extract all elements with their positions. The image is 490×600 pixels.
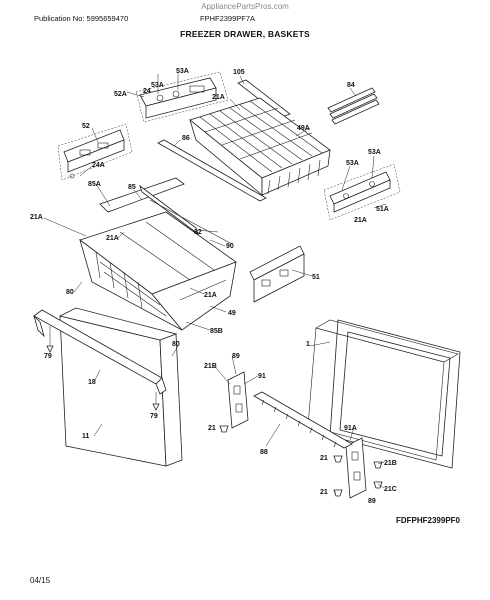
model-number: FPHF2399PF7A (200, 14, 256, 23)
door-gasket-1 (307, 319, 461, 469)
callout-89: 89 (368, 498, 376, 505)
callout-21: 21 (320, 455, 328, 462)
callout-21a: 21A (106, 235, 119, 242)
callout-105: 105 (233, 69, 245, 76)
callout-52a: 52A (114, 91, 127, 98)
callout-85: 85 (128, 184, 136, 191)
callout-53a: 53A (368, 149, 381, 156)
freezer-drawer-49 (79, 211, 237, 331)
callout-leader-lines (43, 72, 387, 493)
diagram-title: FREEZER DRAWER, BASKETS (180, 29, 310, 39)
screws-21 (219, 425, 383, 497)
callout-89: 89 (232, 353, 240, 360)
callout-49a: 49A (297, 125, 310, 132)
callout-21c: 21C (384, 486, 397, 493)
callout-90: 90 (226, 243, 234, 250)
revision-date: 04/15 (30, 576, 51, 585)
drawer-front-11 (58, 307, 183, 467)
part-85-divider (99, 177, 233, 245)
callout-21b: 21B (204, 363, 217, 370)
handle-18 (33, 309, 167, 395)
callout-51: 51 (312, 274, 320, 281)
wire-basket-49a (189, 97, 331, 196)
bracket-89-right (345, 437, 367, 499)
callout-53a: 53A (176, 68, 189, 75)
callout-86: 86 (182, 135, 190, 142)
publication-number: Publication No: 5995659470 (34, 14, 129, 23)
callout-91: 91 (258, 373, 266, 380)
callout-21a: 21A (212, 94, 225, 101)
callout-18: 18 (88, 379, 96, 386)
callout-53a: 53A (346, 160, 359, 167)
callout-49: 49 (228, 310, 236, 317)
callout-79: 79 (44, 353, 52, 360)
part-52-bracket (57, 123, 133, 181)
part-84-rails (327, 87, 380, 125)
diagram-code: FDFPHF2399PF0 (395, 516, 460, 525)
callout-85a: 85A (88, 181, 101, 188)
callout-21a: 21A (204, 292, 217, 299)
callout-24a: 24A (92, 162, 105, 169)
callout-80: 80 (172, 341, 180, 348)
gear-rack-88 (253, 391, 353, 449)
screws-79 (46, 326, 160, 411)
callout-79: 79 (150, 413, 158, 420)
callout-84: 84 (347, 82, 355, 89)
callout-21: 21 (320, 489, 328, 496)
slide-rail-right (323, 163, 401, 221)
part-51-bracket (249, 245, 305, 303)
callout-91a: 91A (344, 425, 357, 432)
callout-85b: 85B (210, 328, 223, 335)
callout-24: 24 (143, 88, 151, 95)
callout-80: 80 (66, 289, 74, 296)
slide-rail-upper-left (135, 71, 229, 123)
callout-21: 21 (208, 425, 216, 432)
callout-51a: 51A (376, 206, 389, 213)
watermark-text: AppliancePartsPros.com (201, 2, 289, 11)
callout-21a: 21A (30, 214, 43, 221)
callout-11: 11 (82, 433, 90, 440)
part-86-bar (157, 139, 267, 202)
callout-82: 82 (194, 229, 202, 236)
callout-53a: 53A (151, 82, 164, 89)
bracket-89-left (227, 371, 249, 429)
callout-21a: 21A (354, 217, 367, 224)
callout-52: 52 (82, 123, 90, 130)
callout-21b: 21B (384, 460, 397, 467)
callout-88: 88 (260, 449, 268, 456)
callout-1: 1 (306, 341, 310, 348)
